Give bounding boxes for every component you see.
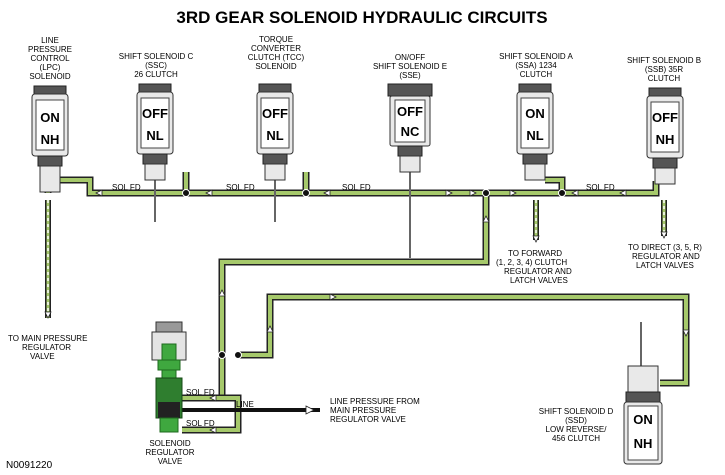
svg-text:ON/OFF: ON/OFF xyxy=(395,53,425,62)
ssa-type: NL xyxy=(526,128,543,143)
diagram-title: 3RD GEAR SOLENOID HYDRAULIC CIRCUITS xyxy=(176,8,547,27)
ssb-type: NH xyxy=(656,132,675,147)
svg-text:VALVE: VALVE xyxy=(158,457,183,466)
sol-fd-label: SOL FD xyxy=(226,183,255,192)
ssc-label: SHIFT SOLENOID C (SSC) 26 CLUTCH xyxy=(119,52,194,79)
lpc-type: NH xyxy=(41,132,60,147)
svg-text:SHIFT SOLENOID B: SHIFT SOLENOID B xyxy=(627,56,701,65)
ssa-solenoid: ON NL xyxy=(516,83,554,181)
svg-text:LATCH VALVES: LATCH VALVES xyxy=(636,261,694,270)
ssb-solenoid: OFF NH xyxy=(646,87,684,185)
svg-text:(1, 2, 3, 4) CLUTCH: (1, 2, 3, 4) CLUTCH xyxy=(496,258,567,267)
svg-text:(SSD): (SSD) xyxy=(565,416,587,425)
svg-text:SHIFT SOLENOID D: SHIFT SOLENOID D xyxy=(539,407,614,416)
svg-text:REGULATOR: REGULATOR xyxy=(145,448,194,457)
svg-text:PRESSURE: PRESSURE xyxy=(28,45,72,54)
svg-text:TO MAIN PRESSURE: TO MAIN PRESSURE xyxy=(8,334,87,343)
svg-text:CLUTCH (TCC): CLUTCH (TCC) xyxy=(248,53,305,62)
to-forward-callout: TO FORWARD (1, 2, 3, 4) CLUTCH REGULATOR… xyxy=(496,249,572,285)
figure-id: N0091220 xyxy=(6,460,53,471)
svg-text:CONTROL: CONTROL xyxy=(30,54,70,63)
svg-text:REGULATOR: REGULATOR xyxy=(22,343,71,352)
line-pressure-feed xyxy=(168,405,320,415)
lpc-solenoid: ON NH xyxy=(31,85,69,193)
svg-text:SHIFT SOLENOID E: SHIFT SOLENOID E xyxy=(373,62,447,71)
svg-text:(SSE): (SSE) xyxy=(399,71,421,80)
svg-text:SOLENOID: SOLENOID xyxy=(255,62,297,71)
lpc-label: LINE PRESSURE CONTROL (LPC) SOLENOID xyxy=(28,36,72,81)
sse-label: ON/OFF SHIFT SOLENOID E (SSE) xyxy=(373,53,447,80)
ssc-solenoid: OFF NL xyxy=(136,83,174,181)
ssc-type: NL xyxy=(146,128,163,143)
pipe-network xyxy=(44,172,690,434)
svg-text:(SSB) 35R: (SSB) 35R xyxy=(645,65,683,74)
ssa-state: ON xyxy=(525,106,545,121)
svg-text:456 CLUTCH: 456 CLUTCH xyxy=(552,434,600,443)
line-label: LINE xyxy=(236,400,254,409)
svg-text:(SSA) 1234: (SSA) 1234 xyxy=(515,61,557,70)
lpc-state: ON xyxy=(40,110,60,125)
svg-text:VALVE: VALVE xyxy=(30,352,55,361)
to-direct-callout: TO DIRECT (3, 5, R) REGULATOR AND LATCH … xyxy=(628,243,702,270)
ssd-label: SHIFT SOLENOID D (SSD) LOW REVERSE/ 456 … xyxy=(539,407,614,443)
sse-state: OFF xyxy=(397,104,423,119)
svg-text:26 CLUTCH: 26 CLUTCH xyxy=(134,70,178,79)
ssc-state: OFF xyxy=(142,106,168,121)
line-pressure-callout: LINE PRESSURE FROM MAIN PRESSURE REGULAT… xyxy=(330,397,420,424)
svg-text:CLUTCH: CLUTCH xyxy=(648,74,681,83)
tcc-solenoid: OFF NL xyxy=(256,83,294,181)
svg-text:(SSC): (SSC) xyxy=(145,61,167,70)
tcc-state: OFF xyxy=(262,106,288,121)
ssb-label: SHIFT SOLENOID B (SSB) 35R CLUTCH xyxy=(627,56,701,83)
junction-dots xyxy=(182,189,566,359)
ssd-state: ON xyxy=(633,412,653,427)
ssd-type: NH xyxy=(634,436,653,451)
svg-text:LATCH VALVES: LATCH VALVES xyxy=(510,276,568,285)
svg-text:(LPC): (LPC) xyxy=(40,63,61,72)
solenoid-stems xyxy=(154,172,642,368)
svg-text:REGULATOR AND: REGULATOR AND xyxy=(632,252,700,261)
sse-type: NC xyxy=(401,124,420,139)
svg-text:REGULATOR AND: REGULATOR AND xyxy=(504,267,572,276)
svg-text:LINE: LINE xyxy=(41,36,59,45)
svg-text:MAIN PRESSURE: MAIN PRESSURE xyxy=(330,406,396,415)
sol-fd-label: SOL FD xyxy=(186,388,215,397)
svg-text:CLUTCH: CLUTCH xyxy=(520,70,553,79)
ssa-label: SHIFT SOLENOID A (SSA) 1234 CLUTCH xyxy=(499,52,573,79)
sol-fd-label: SOL FD xyxy=(342,183,371,192)
ssd-solenoid: ON NH xyxy=(623,365,663,465)
regulator-callout: SOLENOID REGULATOR VALVE xyxy=(145,439,194,466)
sse-solenoid: OFF NC xyxy=(387,83,433,173)
outlet-lines xyxy=(45,200,667,318)
sol-fd-label: SOL FD xyxy=(186,419,215,428)
svg-text:REGULATOR VALVE: REGULATOR VALVE xyxy=(330,415,406,424)
flow-arrows xyxy=(44,189,690,434)
svg-text:LINE PRESSURE FROM: LINE PRESSURE FROM xyxy=(330,397,420,406)
svg-text:TORQUE: TORQUE xyxy=(259,35,293,44)
svg-text:LOW REVERSE/: LOW REVERSE/ xyxy=(546,425,608,434)
svg-text:TO FORWARD: TO FORWARD xyxy=(508,249,562,258)
to-main-callout: TO MAIN PRESSURE REGULATOR VALVE xyxy=(8,334,87,361)
sol-fd-label: SOL FD xyxy=(586,183,615,192)
tcc-label: TORQUE CONVERTER CLUTCH (TCC) SOLENOID xyxy=(248,35,305,71)
tcc-type: NL xyxy=(266,128,283,143)
svg-text:SHIFT SOLENOID A: SHIFT SOLENOID A xyxy=(499,52,573,61)
svg-text:SOLENOID: SOLENOID xyxy=(149,439,191,448)
ssb-state: OFF xyxy=(652,110,678,125)
svg-text:CONVERTER: CONVERTER xyxy=(251,44,301,53)
solenoid-regulator-valve xyxy=(151,321,187,433)
svg-text:TO DIRECT (3, 5, R): TO DIRECT (3, 5, R) xyxy=(628,243,702,252)
svg-text:SOLENOID: SOLENOID xyxy=(29,72,71,81)
sol-fd-label: SOL FD xyxy=(112,183,141,192)
svg-text:SHIFT SOLENOID C: SHIFT SOLENOID C xyxy=(119,52,194,61)
